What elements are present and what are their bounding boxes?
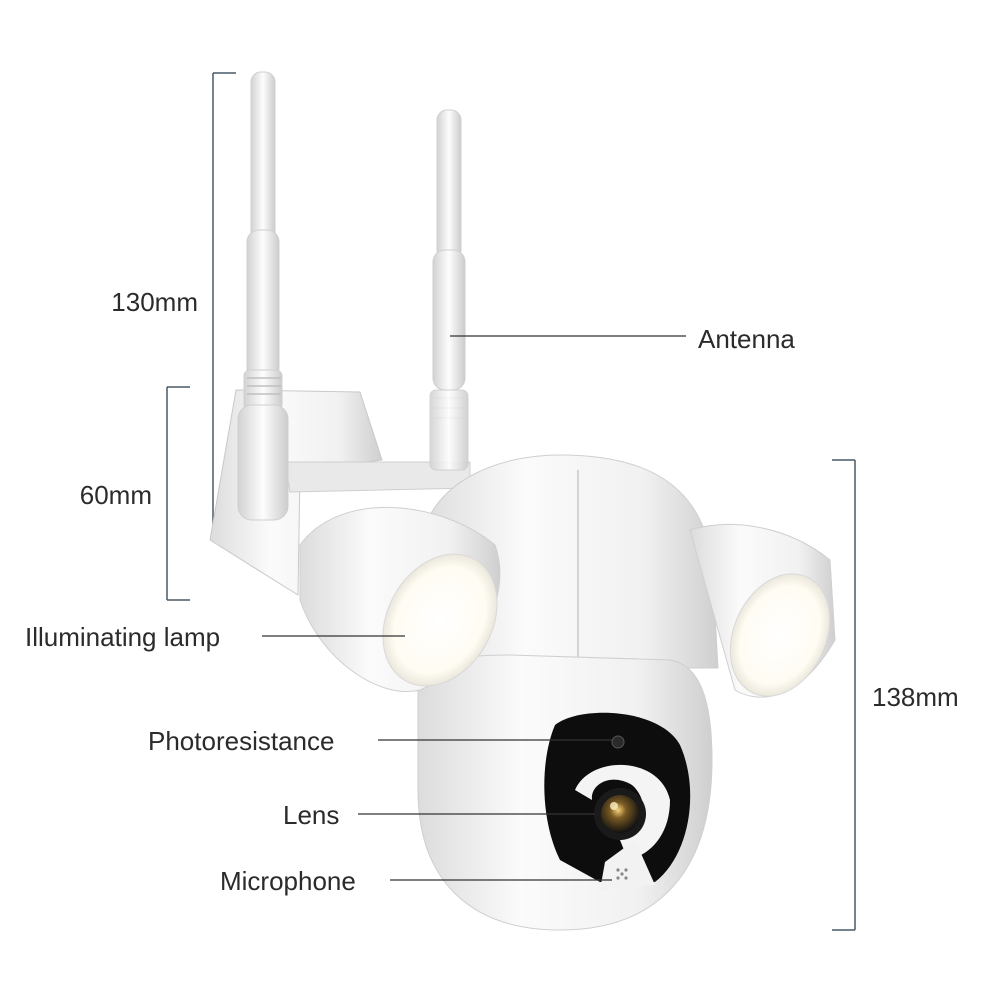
- callout-microphone: Microphone: [220, 866, 356, 896]
- left-lamp: [299, 507, 501, 692]
- left-antenna: [237, 71, 289, 521]
- dimension-label-138mm: 138mm: [872, 682, 959, 712]
- dimension-bracket-60mm: [166, 386, 190, 601]
- callout-antenna: Antenna: [698, 324, 795, 354]
- callout-photoresistance: Photoresistance: [148, 726, 335, 756]
- right-antenna: [429, 109, 469, 471]
- dimension-bracket-138mm: [832, 459, 856, 931]
- callout-illuminating-lamp: Illuminating lamp: [25, 622, 221, 652]
- dimension-label-60mm: 60mm: [79, 480, 152, 510]
- leader-lines: [262, 335, 686, 881]
- right-lamp: [689, 523, 836, 698]
- dimension-label-130mm: 130mm: [111, 287, 198, 317]
- callout-lens: Lens: [283, 800, 340, 830]
- camera-head: [417, 654, 713, 931]
